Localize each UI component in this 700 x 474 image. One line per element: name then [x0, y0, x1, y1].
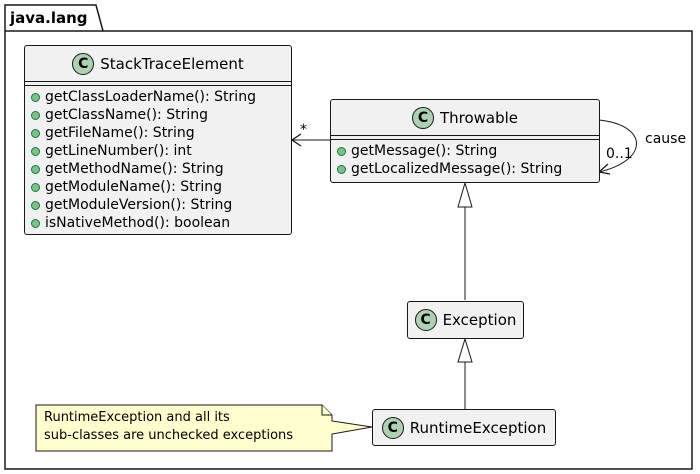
- method-signature: getClassName(): String: [45, 107, 208, 123]
- note-line: RuntimeException and all its: [44, 410, 230, 425]
- method-signature: isNativeMethod(): boolean: [45, 215, 231, 231]
- stack-trace-arrowhead: [290, 133, 302, 147]
- public-method-icon: [337, 164, 346, 174]
- method-signature: getMessage(): String: [351, 143, 498, 159]
- method-signature: getModuleVersion(): String: [45, 197, 233, 213]
- method-signature: getLocalizedMessage(): String: [351, 161, 563, 177]
- method-signature: getFileName(): String: [45, 125, 195, 141]
- class-runtime-exception[interactable]: C RuntimeException: [372, 409, 556, 446]
- attributes-divider: [331, 135, 599, 136]
- public-method-icon: [31, 128, 40, 138]
- method-item: getMessage(): String: [337, 142, 599, 160]
- class-badge-icon: C: [411, 106, 434, 129]
- method-signature: getLineNumber(): int: [45, 143, 192, 159]
- cause-loop-line: [598, 119, 637, 173]
- exception-extends-triangle: [457, 181, 473, 208]
- cause-multiplicity-label: 0..1: [606, 146, 633, 162]
- note-text: RuntimeException and all its sub-classes…: [44, 409, 293, 445]
- public-method-icon: [31, 218, 40, 228]
- method-item: getLineNumber(): int: [31, 142, 291, 160]
- method-item: getMethodName(): String: [31, 160, 291, 178]
- method-signature: getModuleName(): String: [45, 179, 223, 195]
- public-method-icon: [337, 146, 346, 156]
- method-item: getModuleVersion(): String: [31, 196, 291, 214]
- class-stack-trace-element[interactable]: C StackTraceElement getClassLoaderName()…: [24, 45, 292, 235]
- public-method-icon: [31, 182, 40, 192]
- public-method-icon: [31, 92, 40, 102]
- note-corner-fold: [321, 405, 332, 416]
- class-name: StackTraceElement: [100, 54, 244, 73]
- public-method-icon: [31, 146, 40, 156]
- method-item: getFileName(): String: [31, 124, 291, 142]
- method-list: getMessage(): String getLocalizedMessage…: [331, 140, 599, 178]
- runtime-extends-triangle: [457, 337, 473, 363]
- method-signature: getClassLoaderName(): String: [45, 89, 256, 105]
- methods-divider: [331, 139, 599, 140]
- package-name: java.lang: [10, 9, 88, 27]
- methods-divider: [25, 85, 291, 86]
- class-name: RuntimeException: [409, 418, 547, 437]
- cause-label: cause: [645, 131, 687, 147]
- public-method-icon: [31, 110, 40, 120]
- class-badge-icon: C: [72, 52, 95, 75]
- note-line: sub-classes are unchecked exceptions: [44, 428, 294, 443]
- class-throwable[interactable]: C Throwable getMessage(): String getLoca…: [330, 99, 600, 183]
- method-item: getClassLoaderName(): String: [31, 88, 291, 106]
- method-list: getClassLoaderName(): String getClassNam…: [25, 86, 291, 232]
- class-exception[interactable]: C Exception: [407, 301, 524, 339]
- method-item: getLocalizedMessage(): String: [337, 160, 599, 178]
- public-method-icon: [31, 200, 40, 210]
- method-item: isNativeMethod(): boolean: [31, 214, 291, 232]
- class-name: Exception: [442, 311, 517, 329]
- method-item: getModuleName(): String: [31, 178, 291, 196]
- public-method-icon: [31, 164, 40, 174]
- stack-trace-multiplicity-label: *: [300, 122, 307, 138]
- method-signature: getMethodName(): String: [45, 161, 224, 177]
- class-badge-icon: C: [414, 309, 437, 331]
- attributes-divider: [25, 81, 291, 82]
- package-frame: [4, 4, 693, 470]
- method-item: getClassName(): String: [31, 106, 291, 124]
- class-badge-icon: C: [381, 416, 404, 439]
- class-name: Throwable: [439, 108, 519, 127]
